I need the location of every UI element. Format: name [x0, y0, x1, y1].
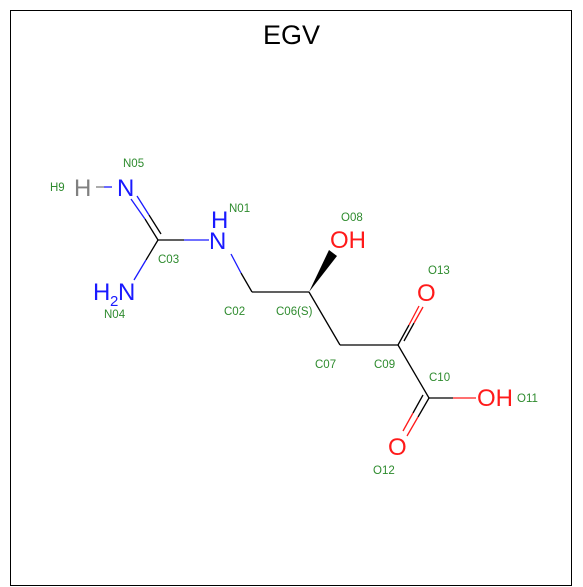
atom-n05: N [117, 175, 134, 202]
label-c03: C03 [158, 254, 179, 266]
wedge-bond-c06-o08 [309, 250, 337, 292]
bond-c09-o13-d [413, 306, 424, 324]
atom-h9: H [74, 175, 91, 202]
bond-c03-n04-b [133, 259, 147, 281]
diagram-title: EGV [262, 20, 321, 50]
bond-c10-o12-d [402, 412, 414, 432]
atom-n04-sub: 2 [110, 293, 118, 310]
bond-c03-n04-a [145, 239, 159, 261]
label-o11: O11 [517, 393, 538, 405]
label-o13: O13 [428, 265, 450, 277]
label-n05: N05 [123, 158, 144, 170]
atom-o12: O [388, 434, 407, 461]
bond-n05-c03-a [130, 198, 146, 220]
bond-c06-c07 [308, 291, 341, 346]
atom-o08: OH [330, 227, 366, 254]
bond-c10-o12-c [412, 394, 424, 414]
bond-c09-o13-a [397, 324, 410, 346]
label-c06: C06(S) [276, 306, 313, 318]
bonds [96, 186, 476, 437]
bond-n05-c03-b [144, 218, 159, 241]
label-c02: C02 [224, 306, 245, 318]
bond-n01-c02-b [240, 272, 253, 293]
bond-n01-c02-a [230, 253, 242, 274]
atom-symbols: H N N H H 2 N OH O O OH [74, 175, 513, 461]
atom-n04-n: N [118, 279, 135, 306]
bond-n05-c03-c [136, 195, 150, 216]
label-o12: O12 [373, 465, 395, 477]
label-n04: N04 [104, 309, 126, 321]
bond-c10-o12-a [417, 397, 430, 418]
atom-n01-n: N [209, 228, 226, 255]
label-c10: C10 [429, 372, 450, 384]
bond-c10-o12-b [406, 416, 419, 437]
label-c07: C07 [315, 359, 336, 371]
atom-n04-h: H [93, 279, 110, 306]
atom-n01-h: H [211, 207, 228, 234]
bond-n05-c03-d [148, 214, 162, 235]
label-o08: O08 [341, 212, 363, 224]
atom-o13: O [417, 280, 436, 307]
diagram-frame [10, 10, 572, 586]
bond-c09-o13-b [408, 305, 420, 326]
label-c09: C09 [374, 359, 395, 371]
bond-c09-c10 [397, 344, 430, 399]
label-h9: H9 [50, 182, 65, 194]
bond-c09-o13-c [403, 322, 415, 342]
label-n01: N01 [229, 203, 250, 215]
atom-o11: OH [477, 385, 513, 412]
atom-labels: H9 N05 N01 C03 N04 C02 C06(S) O08 C07 C0… [50, 158, 538, 477]
